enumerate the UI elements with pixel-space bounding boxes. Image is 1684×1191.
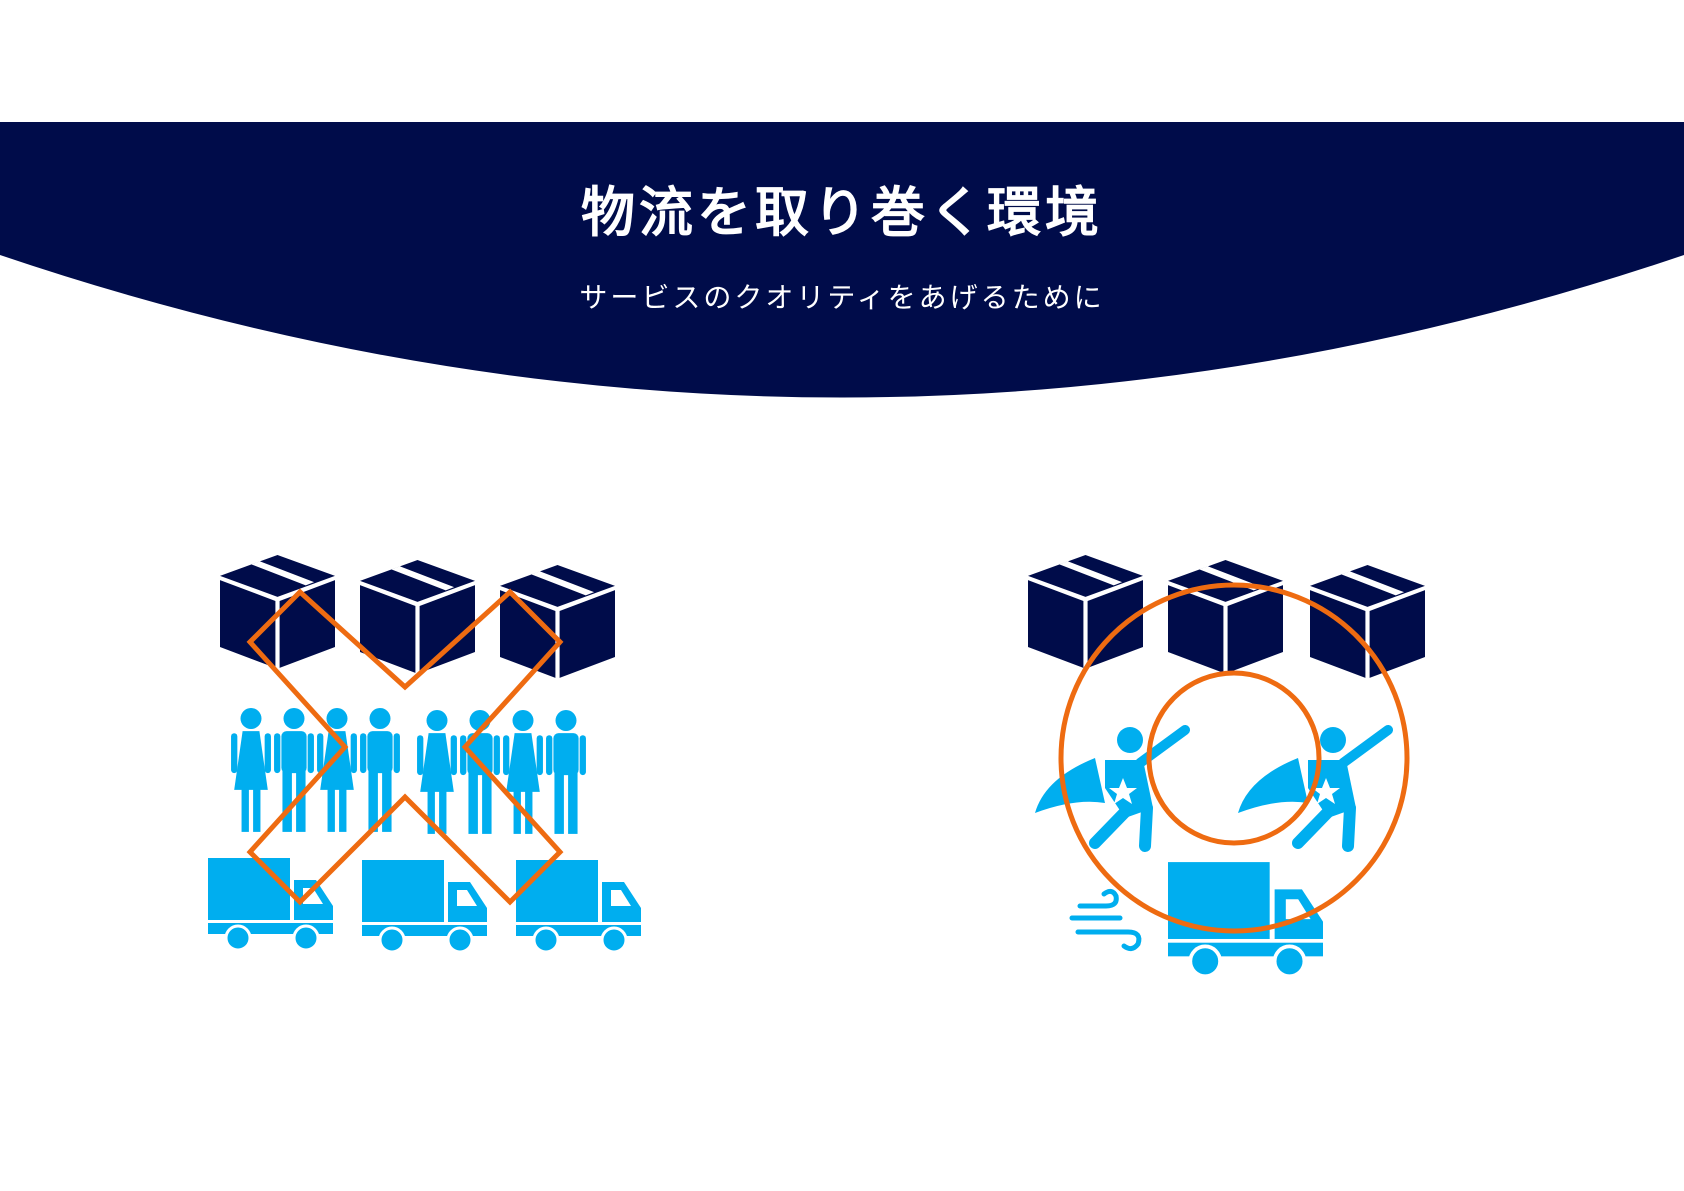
- cardboard-box-icon: [500, 565, 615, 678]
- page-title: 物流を取り巻く環境: [581, 181, 1103, 244]
- person-icon: [546, 710, 586, 834]
- person-icon: [274, 708, 314, 832]
- cardboard-box-icon: [1028, 555, 1143, 668]
- cardboard-box-icon: [1310, 565, 1425, 678]
- header-band: [0, 122, 1684, 398]
- double-circle-mark-icon: [1058, 582, 1410, 934]
- cardboard-box-icon: [360, 560, 475, 673]
- page-subtitle: サービスのクオリティをあげるために: [579, 281, 1105, 314]
- cross-mark-icon: [246, 588, 564, 906]
- person-icon: [231, 708, 271, 832]
- left-illustration: [208, 555, 641, 954]
- superhero-icon: [1035, 727, 1185, 846]
- person-icon: [503, 710, 543, 834]
- wind-icon: [1069, 888, 1142, 952]
- box-row: [1028, 555, 1425, 678]
- right-illustration: [1028, 555, 1425, 979]
- person-icon: [360, 708, 400, 832]
- double-circle-mark-inner: [1146, 670, 1322, 846]
- box-row: [220, 555, 615, 678]
- delivery-truck-icon: [362, 860, 487, 954]
- cardboard-box-icon: [1168, 560, 1283, 673]
